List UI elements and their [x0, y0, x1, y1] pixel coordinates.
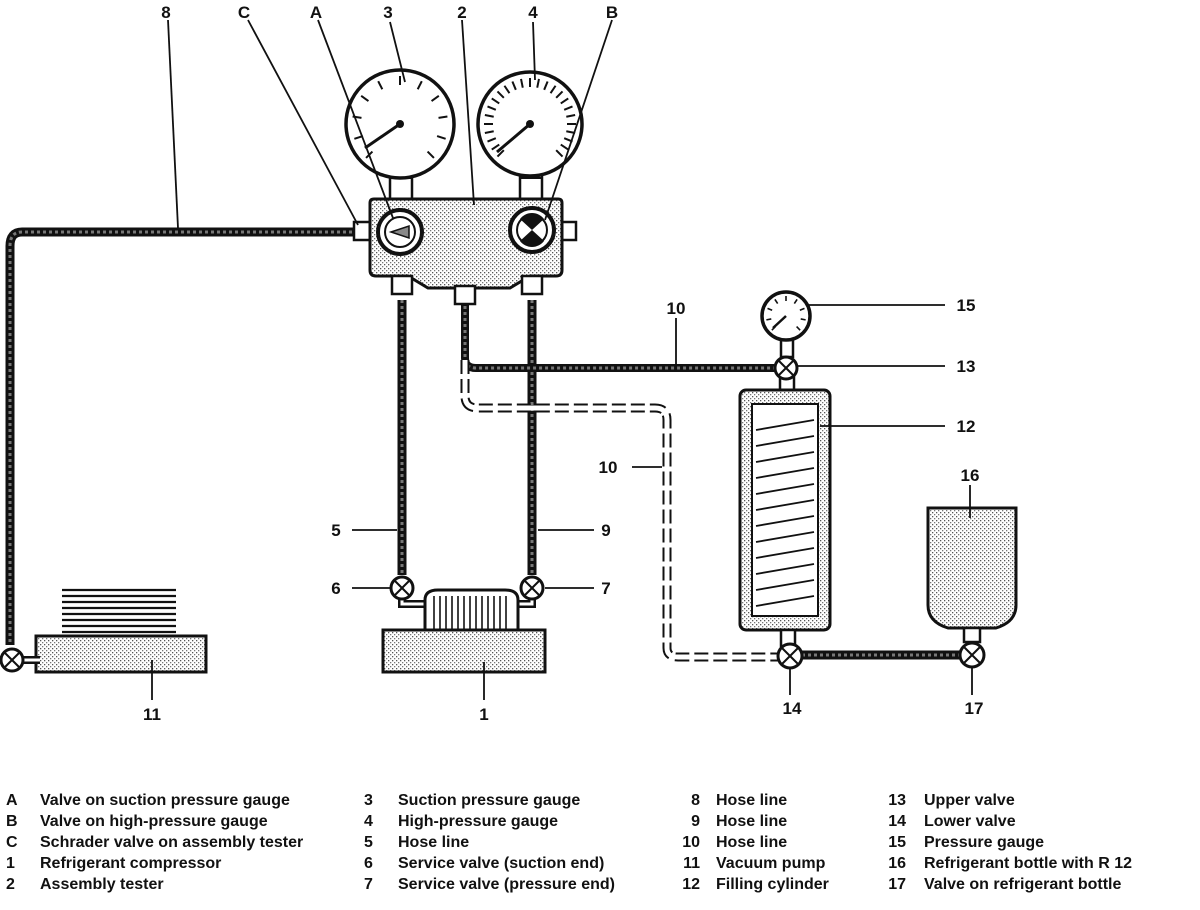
refrigerant-charging-diagram: 8 C A 3 2 4 B 10 15 13 12 10 16 5 9 6 7 …	[0, 3, 1018, 724]
decor-line	[487, 105, 497, 111]
upper-valve	[773, 355, 799, 396]
decor-line	[536, 78, 540, 88]
decor-line	[799, 307, 805, 311]
decor-line	[549, 85, 557, 94]
decor-line	[766, 318, 772, 321]
decor-line	[755, 435, 815, 447]
decor-line	[774, 298, 779, 304]
decor-line	[436, 135, 446, 140]
callout-13: 13	[957, 357, 976, 376]
callout-10-upper: 10	[667, 299, 686, 318]
refrigerant-compressor	[381, 588, 547, 674]
callout-3: 3	[383, 3, 392, 22]
decor-line	[755, 419, 815, 431]
callout-11: 11	[143, 705, 161, 724]
callout-10-lower: 10	[599, 458, 618, 477]
decor-line	[484, 114, 494, 118]
service-valve-suction	[389, 575, 430, 608]
decor-line	[426, 150, 435, 159]
decor-line	[511, 81, 517, 91]
callout-a: A	[310, 3, 322, 22]
callout-12: 12	[957, 417, 976, 436]
decor-line	[360, 94, 370, 102]
pressure-gauge-15	[760, 290, 812, 359]
decor-line	[496, 90, 505, 99]
decor-line	[496, 149, 505, 158]
decor-line	[793, 298, 798, 304]
refrigerant-bottle	[926, 506, 1018, 644]
decor-line	[430, 94, 440, 102]
hose-10-upper	[461, 300, 775, 372]
decor-line	[755, 595, 815, 607]
callout-14: 14	[783, 699, 802, 718]
decor-line	[796, 326, 801, 331]
valve-b-high-pressure	[508, 206, 556, 254]
decor-line	[520, 78, 524, 88]
decor-line	[755, 499, 815, 511]
decor-line	[755, 515, 815, 527]
decor-line	[755, 451, 815, 463]
decor-line	[503, 85, 511, 94]
valve-a-suction	[376, 208, 424, 256]
suction-pressure-gauge	[344, 68, 456, 202]
decor-line	[487, 137, 497, 143]
callout-9: 9	[601, 521, 610, 540]
decor-line	[416, 80, 423, 90]
decor-line	[484, 130, 494, 134]
decor-line	[377, 80, 384, 90]
decor-line	[755, 483, 815, 495]
decor-line	[491, 97, 500, 105]
callout-6: 6	[331, 579, 340, 598]
decor-line	[438, 115, 448, 119]
decor-line	[755, 531, 815, 543]
high-pressure-gauge	[476, 70, 584, 202]
callout-1: 1	[479, 705, 488, 724]
decor-line	[555, 90, 564, 99]
decor-line	[755, 547, 815, 559]
decor-line	[491, 143, 500, 151]
decor-line	[755, 467, 815, 479]
callout-4: 4	[528, 3, 538, 22]
decor-line	[566, 114, 576, 118]
callout-2: 2	[457, 3, 466, 22]
callout-17: 17	[965, 699, 984, 718]
decor-line	[560, 143, 569, 151]
bottle-valve	[958, 641, 986, 669]
callout-16: 16	[961, 466, 980, 485]
decor-line	[755, 563, 815, 575]
leader-lines	[151, 19, 973, 700]
decor-line	[560, 97, 569, 105]
vacuum-pump	[0, 588, 208, 674]
callout-c: C	[238, 3, 250, 22]
callout-7: 7	[601, 579, 610, 598]
hose-8	[5, 227, 358, 645]
callout-5: 5	[331, 521, 340, 540]
decor-line	[755, 579, 815, 591]
callout-8: 8	[161, 3, 170, 22]
decor-line	[543, 81, 549, 91]
callout-15: 15	[957, 296, 976, 315]
decor-line	[555, 149, 564, 158]
filling-cylinder	[738, 388, 832, 648]
decor-line	[767, 307, 773, 311]
decor-line	[563, 105, 573, 111]
lower-valve	[776, 642, 804, 670]
callout-b: B	[606, 3, 618, 22]
decor-line	[800, 318, 806, 321]
